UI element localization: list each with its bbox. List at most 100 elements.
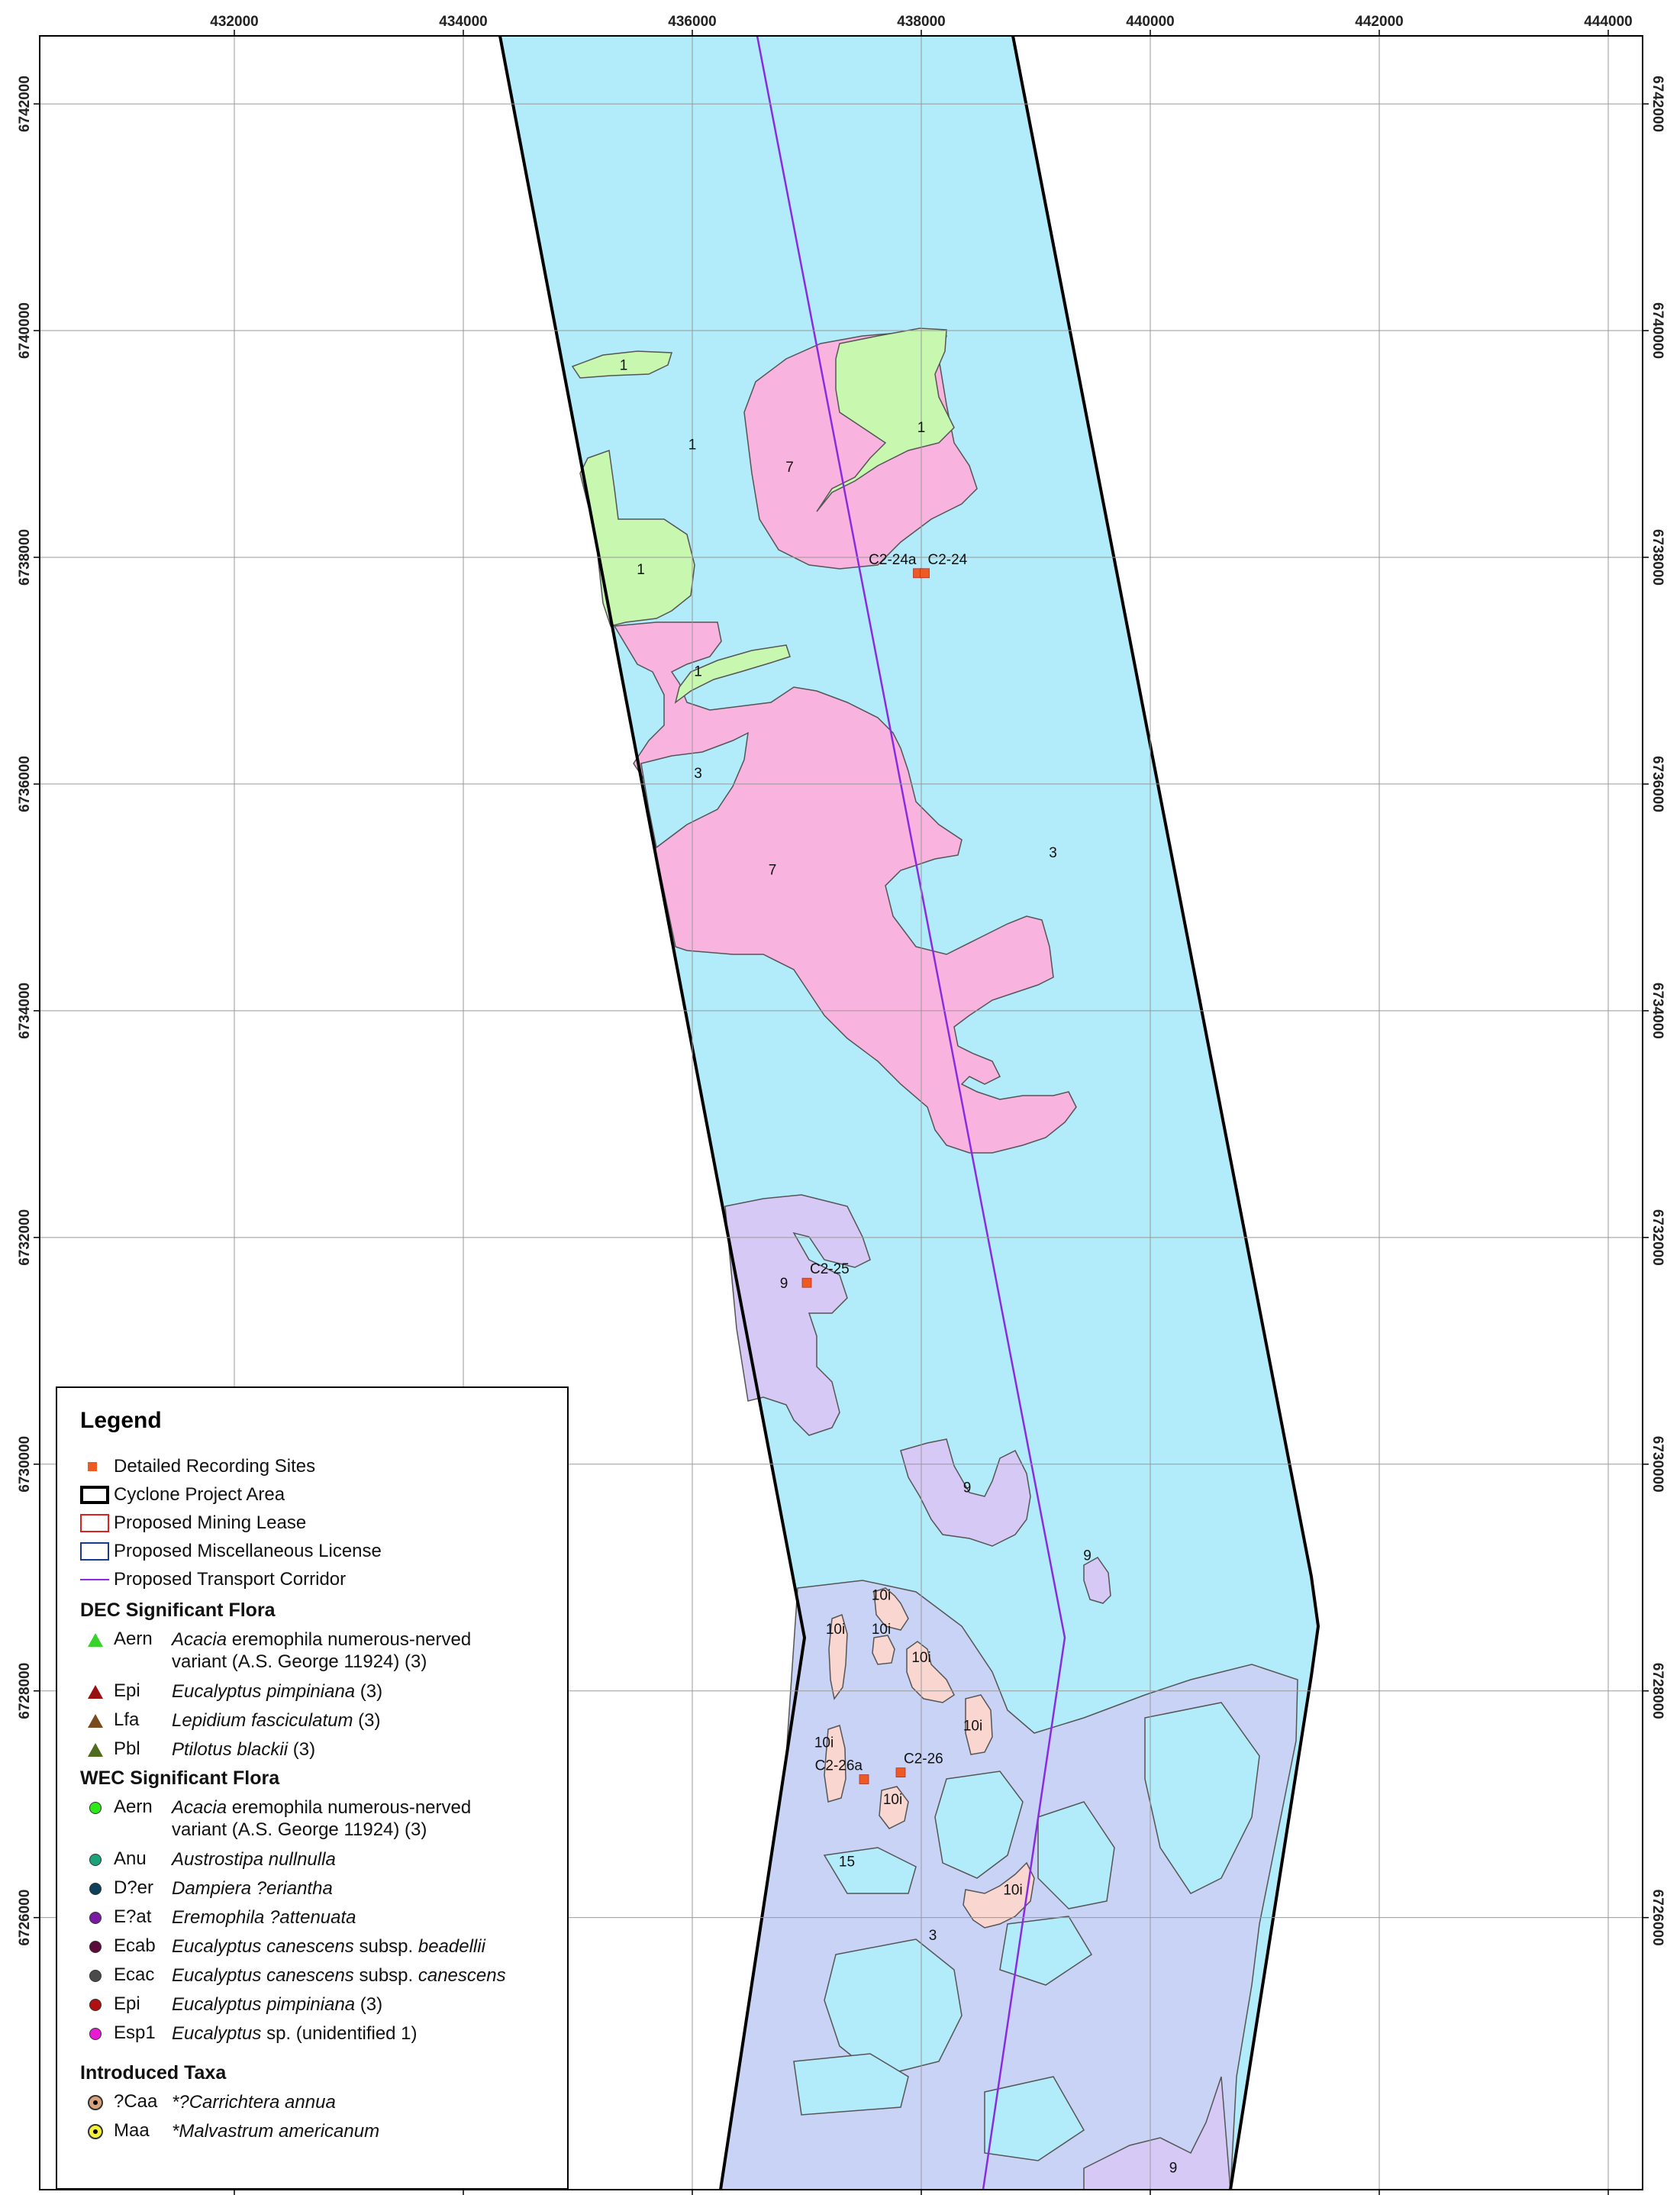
- ring-dot-icon: [88, 2095, 103, 2110]
- vegetation-unit-label: 10i: [814, 1735, 834, 1751]
- circle-icon: [89, 1854, 102, 1866]
- vegetation-unit-label: 9: [780, 1276, 788, 1292]
- vegetation-unit-label: 10i: [872, 1588, 891, 1604]
- triangle-icon: [88, 1633, 103, 1647]
- map-frame: [39, 35, 1643, 2190]
- vegetation-unit-label: 15: [839, 1854, 855, 1870]
- y-tick-label: 6736000: [1649, 756, 1665, 812]
- legend-item-recording-sites: Detailed Recording Sites: [80, 1455, 315, 1483]
- vegetation-unit-label: 10i: [963, 1718, 982, 1734]
- transport-corridor-symbol: [80, 1579, 109, 1580]
- triangle-icon: [88, 1685, 103, 1699]
- y-tick-label: 6726000: [17, 1890, 33, 1946]
- flora-name: Ptilotus blackii (3): [172, 1739, 316, 1760]
- legend-flora-ecac-wec: Ecac Eucalyptus canescens subsp. canescen…: [80, 1964, 506, 1992]
- mining-lease-symbol: [80, 1514, 109, 1532]
- site-label: C2-26: [904, 1751, 943, 1767]
- flora-name: Eucalyptus canescens subsp. canescens: [172, 1965, 506, 1986]
- legend-flora-ecab-wec: Ecab Eucalyptus canescens subsp. beadelli…: [80, 1935, 485, 1963]
- vegetation-unit-label: 1: [620, 358, 628, 374]
- flora-code: Anu: [114, 1848, 147, 1869]
- y-tick-label: 6740000: [17, 302, 33, 359]
- flora-name: Eucalyptus pimpiniana (3): [172, 1994, 383, 2015]
- x-tick-label: 444000: [1584, 14, 1632, 30]
- y-tick-label: 6726000: [1649, 1890, 1665, 1946]
- vegetation-unit-label: 10i: [826, 1622, 845, 1638]
- flora-code: Esp1: [114, 2022, 156, 2043]
- vegetation-unit-9: [724, 1194, 871, 1436]
- y-tick-label: 6736000: [17, 756, 33, 812]
- vegetation-unit-label: 3: [1049, 845, 1057, 861]
- vegetation-unit-label: 9: [1169, 2160, 1178, 2176]
- y-tick-label: 6730000: [17, 1436, 33, 1493]
- flora-code: Ecab: [114, 1935, 156, 1956]
- project-area-boundary: [498, 36, 1320, 2190]
- site-marker[interactable]: [920, 568, 930, 579]
- vegetation-unit-label: 9: [1083, 1548, 1092, 1564]
- vegetation-unit-label: 1: [637, 562, 645, 578]
- legend-item-mining-lease: Proposed Mining Lease: [80, 1512, 306, 1539]
- flora-name: Dampiera ?eriantha: [172, 1878, 333, 1899]
- y-tick-labels-left: 6742000674000067380006736000673400067320…: [17, 76, 40, 1946]
- vegetation-unit-label: 7: [769, 862, 777, 878]
- vegetation-unit-label: 1: [917, 420, 926, 436]
- x-tick-label: 438000: [897, 14, 945, 30]
- flora-name: Lepidium fasciculatum (3): [172, 1710, 381, 1731]
- y-tick-label: 6732000: [1649, 1209, 1665, 1266]
- site-label: C2-24: [928, 552, 968, 568]
- y-tick-label: 6728000: [17, 1663, 33, 1719]
- site-marker-symbol: [88, 1462, 97, 1471]
- flora-code: Maa: [114, 2120, 150, 2141]
- flora-name: *?Carrichtera annua: [172, 2092, 336, 2113]
- flora-code: Aern: [114, 1796, 153, 1817]
- legend-flora-anu-wec: Anu Austrostipa nullnulla: [80, 1848, 336, 1876]
- site-marker[interactable]: [801, 1277, 812, 1288]
- legend-item-transport-corridor: Proposed Transport Corridor: [80, 1568, 346, 1596]
- flora-name: *Malvastrum americanum: [172, 2121, 380, 2142]
- y-tick-label: 6738000: [1649, 529, 1665, 586]
- legend-flora-esp1-wec: Esp1 Eucalyptus sp. (unidentified 1): [80, 2022, 418, 2050]
- misc-license-symbol: [80, 1542, 109, 1561]
- flora-code: Ecac: [114, 1964, 155, 1985]
- site-marker[interactable]: [895, 1767, 906, 1778]
- legend-title: Legend: [80, 1408, 162, 1433]
- legend-flora-lfa-dec: Lfa Lepidium fasciculatum (3): [80, 1709, 380, 1737]
- site-label: C2-24a: [869, 552, 917, 568]
- x-tick-label: 442000: [1355, 14, 1403, 30]
- x-tick-label: 440000: [1126, 14, 1174, 30]
- y-tick-label: 6730000: [1649, 1436, 1665, 1493]
- vegetation-unit-label: 7: [785, 460, 794, 476]
- legend-flora-maa-intro: Maa *Malvastrum americanum: [80, 2120, 379, 2148]
- y-tick-label: 6728000: [1649, 1663, 1665, 1719]
- y-tick-label: 6742000: [17, 76, 33, 132]
- flora-name: Eucalyptus sp. (unidentified 1): [172, 2023, 418, 2044]
- y-tick-label: 6734000: [1649, 983, 1665, 1039]
- flora-name: Eucalyptus canescens subsp. beadellii: [172, 1936, 485, 1957]
- x-tick-label: 436000: [668, 14, 716, 30]
- circle-icon: [89, 1912, 102, 1924]
- site-marker[interactable]: [859, 1774, 869, 1784]
- flora-code: Aern: [114, 1628, 153, 1649]
- vegetation-unit-label: 10i: [872, 1622, 891, 1638]
- legend-flora-caa-intro: ?Caa*?Carrichtera annua: [80, 2091, 336, 2119]
- circle-icon: [89, 1883, 102, 1895]
- flora-name: Austrostipa nullnulla: [172, 1849, 336, 1870]
- legend-heading-introduced: Introduced Taxa: [80, 2062, 227, 2084]
- legend-heading-dec: DEC Significant Flora: [80, 1599, 276, 1621]
- project-area-fill: [500, 36, 1318, 2190]
- circle-icon: [89, 2028, 102, 2040]
- circle-icon: [89, 1802, 102, 1814]
- vegetation-unit-label: 10i: [1003, 1883, 1022, 1899]
- vegetation-unit-label: 1: [688, 437, 697, 454]
- flora-code: Lfa: [114, 1709, 140, 1730]
